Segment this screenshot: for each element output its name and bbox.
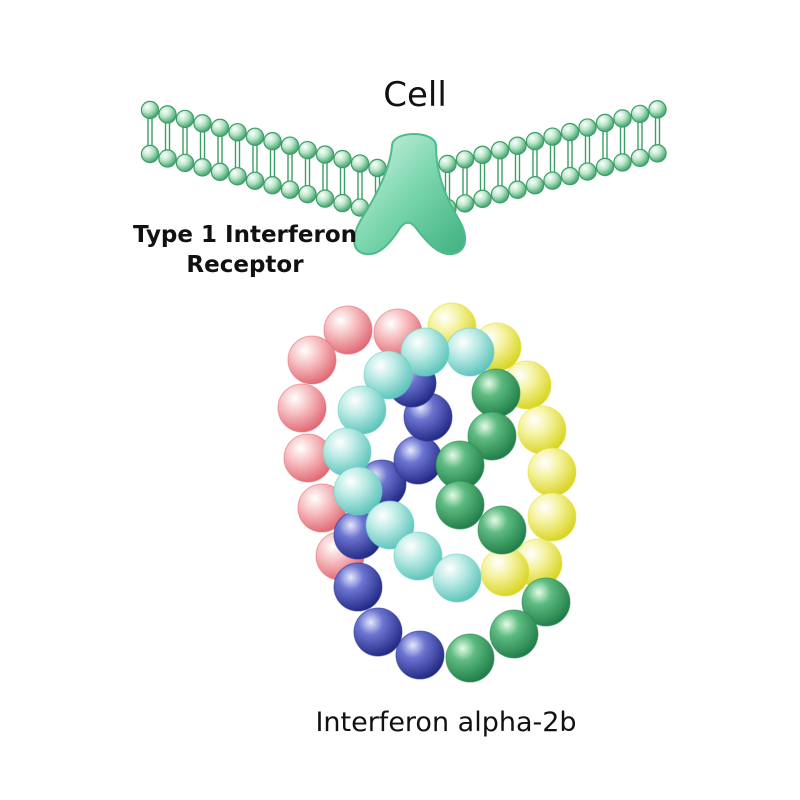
lipid-head [280, 180, 300, 199]
lipid-head [193, 158, 212, 177]
protein-bead-pink [323, 305, 373, 355]
lipid-head [455, 150, 475, 169]
protein-chain-yellow [427, 302, 577, 597]
protein-chain-cyan [322, 327, 495, 603]
lipid-head [490, 141, 510, 160]
lipid-head [210, 118, 230, 138]
lipid-head [140, 144, 160, 164]
protein-bead-cyan [400, 327, 450, 377]
lipid-tails [147, 117, 661, 204]
lipid-head [630, 104, 650, 124]
interferon-protein [277, 302, 577, 683]
protein-bead-navy [353, 607, 403, 657]
protein-bead-yellow [527, 447, 577, 497]
protein-bead-green [435, 480, 485, 530]
lipid-head [473, 145, 492, 165]
lipid-head [543, 127, 562, 146]
lipid-head [263, 176, 282, 195]
lipid-head [158, 105, 177, 124]
lipid-head [350, 154, 370, 173]
lipid-head [508, 136, 527, 155]
protein-bead-navy [395, 630, 445, 680]
protein-bead-green [489, 609, 539, 659]
protein-bead-yellow [480, 547, 530, 597]
lipid-head [175, 153, 195, 173]
lipid-head [158, 149, 177, 168]
receptor-label-line1: Type 1 Interferon [133, 222, 357, 248]
protein-chain-green [435, 368, 571, 683]
lipid-head [525, 175, 545, 195]
lipid-head [438, 154, 457, 174]
protein-bead-cyan [365, 500, 415, 550]
receptor-shape [353, 133, 467, 256]
protein-bead-green [467, 411, 517, 461]
lipid-head [315, 189, 335, 208]
lipid-head [578, 162, 597, 181]
lipid-head [473, 189, 492, 209]
lipid-head [333, 149, 352, 169]
lipid-head [578, 118, 597, 137]
protein-bead-pink [287, 335, 337, 385]
protein-bead-green [477, 505, 527, 555]
protein-bead-navy [333, 562, 383, 612]
lipid-head [368, 158, 387, 178]
lipid-head [210, 162, 230, 182]
protein-bead-green [521, 577, 571, 627]
lipid-head [298, 184, 317, 204]
lipid-head [175, 109, 195, 129]
lipid-head [140, 100, 160, 120]
protein-bead-cyan [432, 553, 482, 603]
lipid-head [298, 140, 317, 160]
lipid-head [560, 122, 580, 142]
protein-chain-pink [277, 305, 423, 581]
lipid-head [245, 171, 265, 190]
receptor-label-line2: Receptor [186, 252, 304, 278]
protein-bead-yellow [517, 405, 567, 455]
lipid-head [333, 193, 352, 213]
protein-bead-navy [393, 435, 443, 485]
lipid-head [228, 123, 247, 142]
protein-bead-pink [277, 383, 327, 433]
lipid-head [630, 148, 650, 168]
lipid-head [595, 113, 615, 133]
protein-bead-cyan [363, 350, 413, 400]
lipid-head [508, 180, 527, 199]
lipid-head [193, 114, 212, 133]
lipid-head [245, 127, 265, 146]
lipid-head [595, 157, 615, 177]
lipid-head [648, 100, 667, 119]
lipid-head [455, 194, 475, 213]
cell-label: Cell [383, 75, 447, 115]
protein-bead-cyan [445, 327, 495, 377]
protein-bead-green [471, 368, 521, 418]
lipid-head [315, 145, 335, 164]
lipid-head [613, 153, 632, 172]
lipid-head [560, 166, 580, 186]
protein-bead-yellow [527, 492, 577, 542]
lipid-head [543, 171, 562, 190]
protein-bead-cyan [333, 466, 383, 516]
lipid-head [228, 167, 247, 186]
lipid-head [263, 132, 282, 151]
lipid-head [280, 136, 300, 155]
lipid-head [648, 144, 667, 163]
protein-bead-green [445, 633, 495, 683]
lipid-head [490, 185, 510, 204]
protein-label: Interferon alpha-2b [315, 707, 576, 738]
lipid-head [613, 109, 632, 128]
lipid-head [525, 131, 545, 151]
protein-bead-cyan [337, 385, 387, 435]
protein-bead-cyan [393, 531, 443, 581]
protein-chain-navy [333, 358, 453, 680]
